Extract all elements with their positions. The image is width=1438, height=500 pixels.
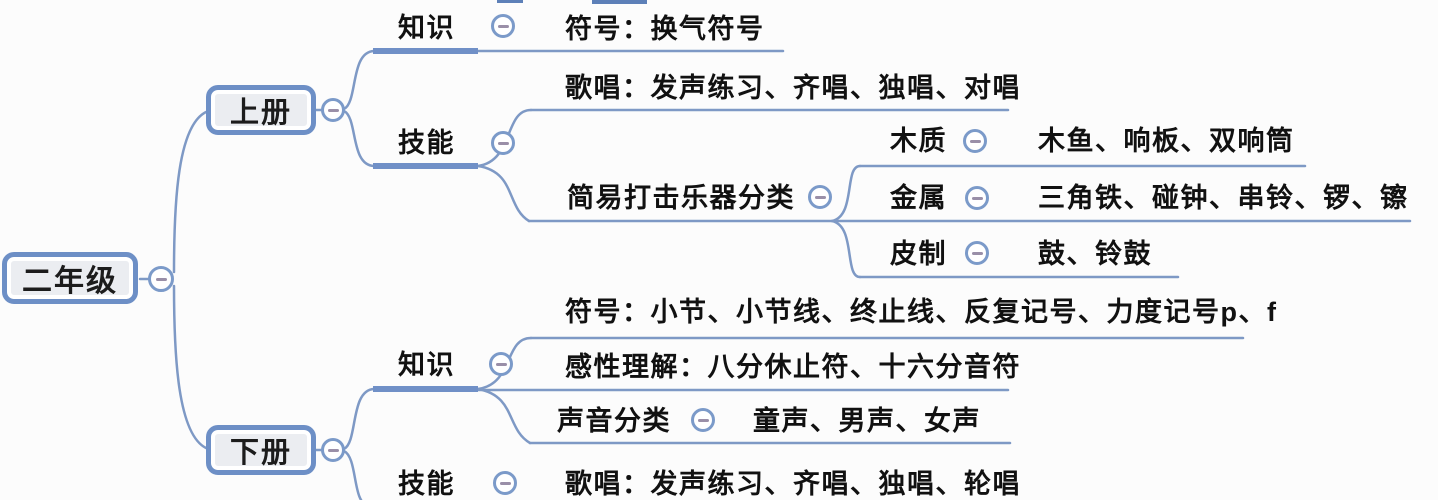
minus-icon (971, 196, 983, 200)
node-vol1-knowledge-symbols[interactable]: 符号：换气符号 (565, 14, 765, 44)
clipped-line-fragment (497, 0, 523, 3)
minus-icon (499, 481, 511, 485)
minus-icon (327, 448, 339, 452)
minus-icon (497, 24, 509, 28)
minus-icon (497, 141, 509, 145)
minus-icon (971, 251, 983, 255)
node-volume1[interactable]: 上册 (206, 85, 316, 135)
collapse-button-vol1-skill[interactable] (491, 131, 515, 155)
minus-icon (327, 108, 339, 112)
collapse-button-voice[interactable] (691, 408, 715, 432)
collapse-button-root[interactable] (148, 266, 174, 292)
clipped-line-fragment (592, 0, 647, 4)
minus-icon (814, 195, 826, 199)
node-wood-instruments[interactable]: 木鱼、响板、双响筒 (1038, 126, 1295, 156)
node-percussion-classification[interactable]: 简易打击乐器分类 (567, 183, 795, 213)
collapse-button-metal[interactable] (965, 186, 989, 210)
collapse-button-volume1[interactable] (321, 98, 345, 122)
node-vol2-perception[interactable]: 感性理解：八分休止符、十六分音符 (565, 352, 1021, 382)
node-wood[interactable]: 木质 (890, 126, 947, 156)
node-vol1-knowledge[interactable]: 知识 (398, 13, 455, 43)
minus-icon (495, 362, 507, 366)
collapse-button-vol2-skill[interactable] (493, 471, 517, 495)
node-vol2-skill-singing[interactable]: 歌唱：发声练习、齐唱、独唱、轮唱 (565, 469, 1021, 499)
node-vol2-skill[interactable]: 技能 (398, 469, 455, 499)
node-vol1-skill[interactable]: 技能 (398, 128, 455, 158)
root-node-grade2[interactable]: 二年级 (2, 252, 138, 304)
node-vol2-knowledge[interactable]: 知识 (398, 350, 455, 380)
minus-icon (697, 418, 709, 422)
collapse-button-percussion[interactable] (808, 185, 832, 209)
minus-icon (969, 139, 981, 143)
node-metal[interactable]: 金属 (890, 183, 947, 213)
node-volume2[interactable]: 下册 (206, 425, 316, 475)
node-metal-instruments[interactable]: 三角铁、碰钟、串铃、锣、镲 (1038, 183, 1409, 213)
minus-icon (155, 277, 167, 281)
node-voice-types[interactable]: 童声、男声、女声 (753, 406, 981, 436)
collapse-button-volume2[interactable] (321, 438, 345, 462)
node-voice-classification[interactable]: 声音分类 (557, 406, 671, 436)
collapse-button-skin[interactable] (965, 241, 989, 265)
collapse-button-wood[interactable] (963, 129, 987, 153)
node-skin[interactable]: 皮制 (890, 239, 947, 269)
collapse-button-vol1-knowledge[interactable] (491, 14, 515, 38)
node-vol2-knowledge-symbols[interactable]: 符号：小节、小节线、终止线、反复记号、力度记号p、f (565, 297, 1278, 327)
collapse-button-vol2-knowledge[interactable] (489, 352, 513, 376)
node-vol1-skill-singing[interactable]: 歌唱：发声练习、齐唱、独唱、对唱 (565, 73, 1021, 103)
node-skin-instruments[interactable]: 鼓、铃鼓 (1038, 239, 1152, 269)
